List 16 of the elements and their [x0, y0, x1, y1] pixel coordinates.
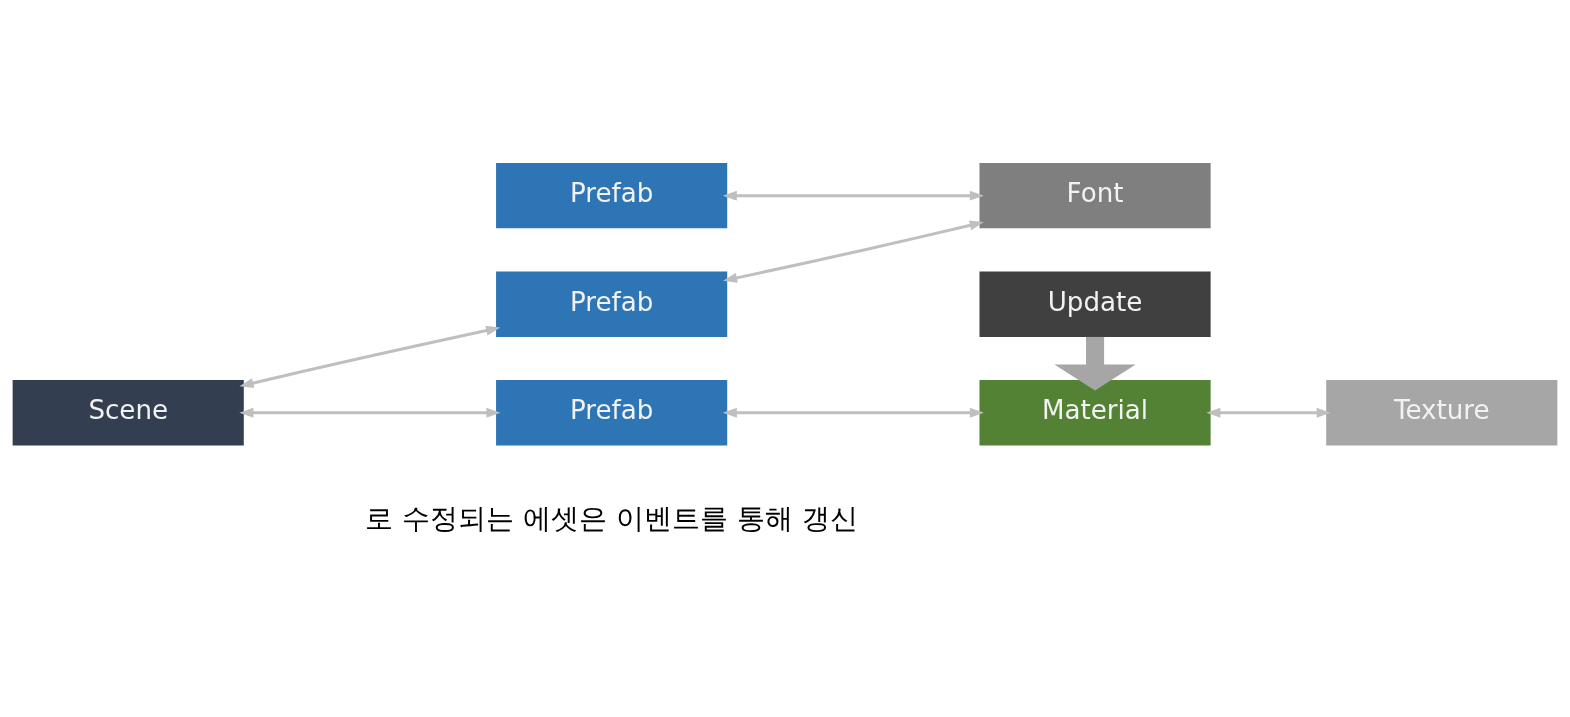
- label: 로 수정되는 에셋은 이벤트를 통해 갱신: [365, 502, 858, 536]
- node-box: Texture: [1326, 380, 1558, 446]
- arrow: [239, 325, 501, 388]
- node-box: Material: [979, 380, 1211, 446]
- node-box: Update: [979, 271, 1211, 337]
- arrow: [722, 407, 984, 418]
- node-box: Prefab: [496, 271, 728, 337]
- node-box: Prefab: [496, 380, 728, 446]
- arrow: [723, 220, 984, 283]
- arrow: [239, 407, 501, 418]
- node-box: Scene: [12, 380, 244, 446]
- node-box: Prefab: [496, 163, 728, 229]
- node-box: Font: [979, 163, 1211, 229]
- arrow: [1054, 336, 1136, 391]
- arrow: [1206, 407, 1331, 418]
- arrow: [722, 190, 984, 201]
